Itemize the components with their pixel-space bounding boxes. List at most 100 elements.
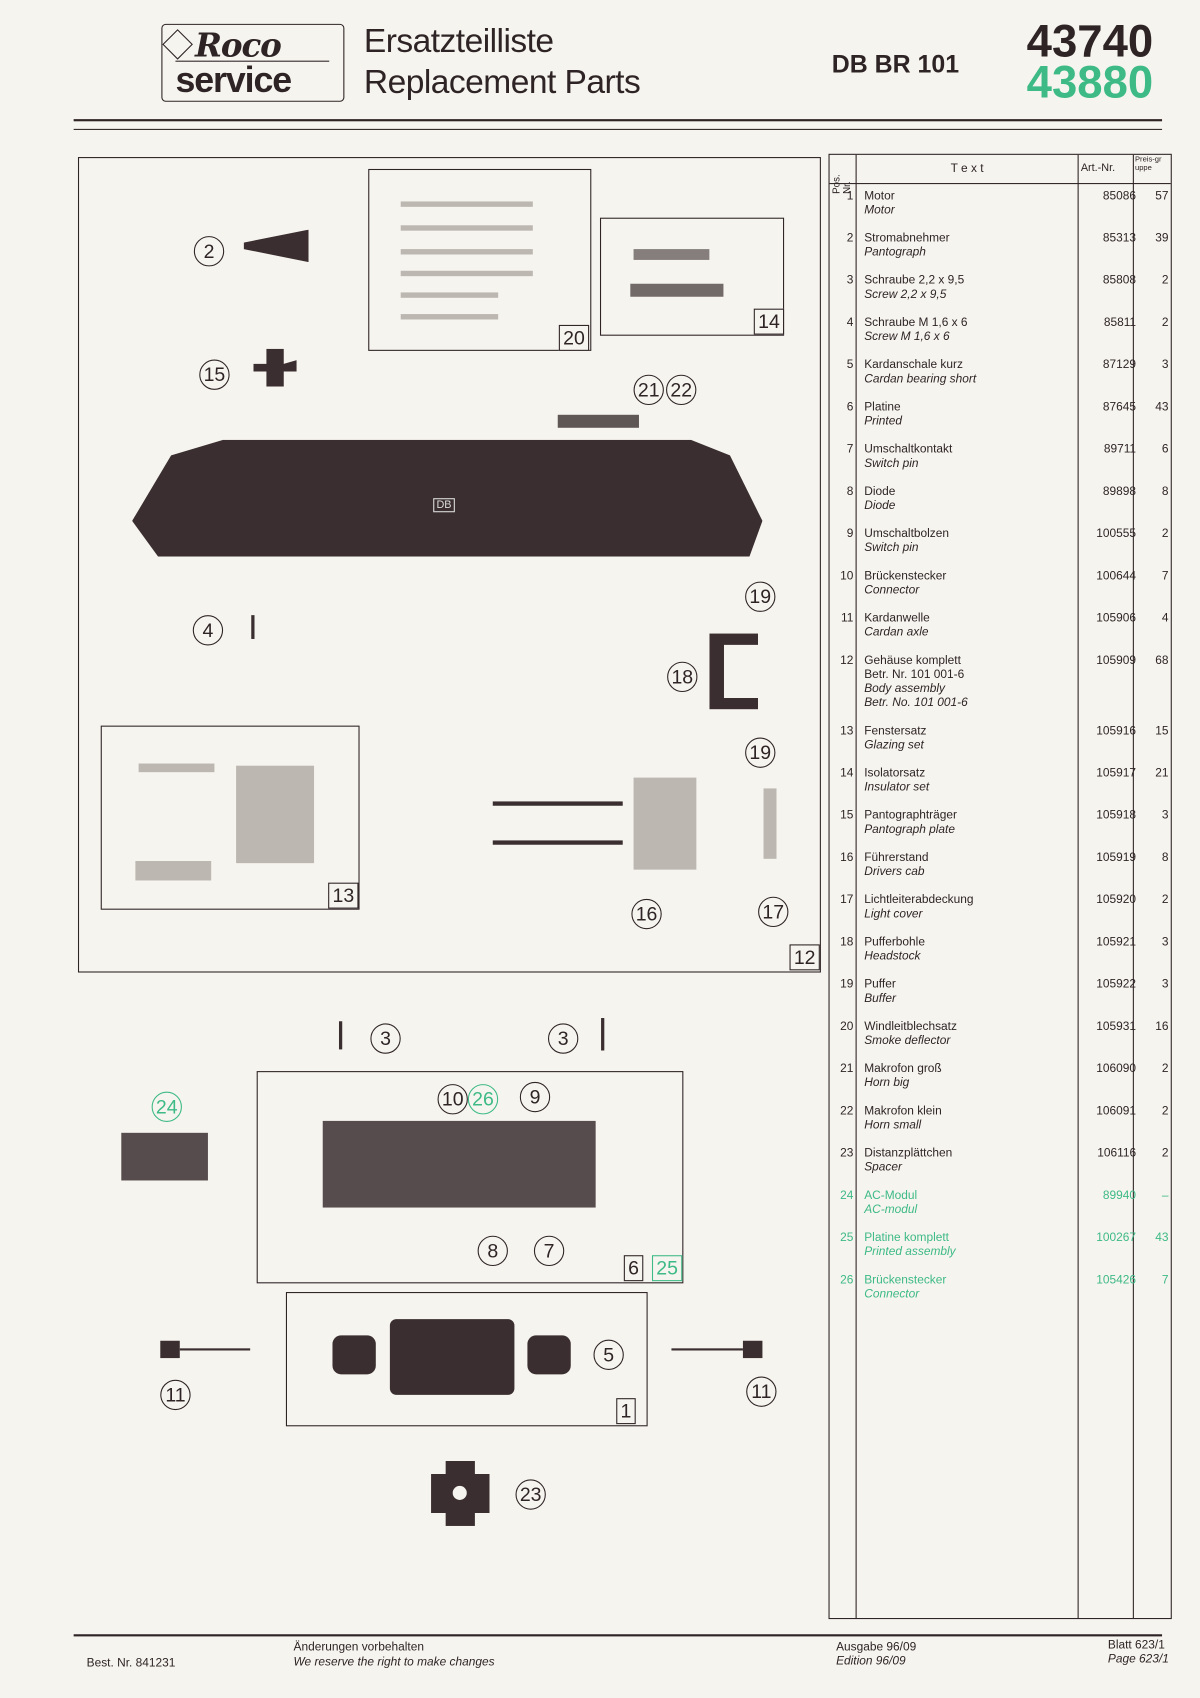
- screw-drawing: [601, 1018, 605, 1051]
- column-divider: [1077, 154, 1079, 1619]
- pos-number: 10: [840, 569, 854, 583]
- part-name-en: Screw 2,2 x 9,5: [864, 288, 947, 302]
- part-name-de: Windleitblechsatz: [864, 1020, 957, 1034]
- part-name-de: Gehäuse komplett: [864, 654, 961, 668]
- pos-number: 2: [846, 231, 854, 245]
- title-english: Replacement Parts: [363, 62, 641, 101]
- part-name-en: Switch pin: [864, 457, 919, 471]
- article-number-dc: 43740: [1026, 15, 1154, 67]
- article-number: 105909: [1096, 654, 1137, 668]
- part-name-de: Fenstersatz: [864, 724, 927, 738]
- part-name-en: Printed assembly: [864, 1245, 956, 1259]
- price-group: 8: [1161, 851, 1169, 865]
- part-name-de: Stromabnehmer: [864, 231, 950, 245]
- page-german: Blatt 623/1: [1107, 1638, 1165, 1652]
- part-name-en: Switch pin: [864, 541, 919, 555]
- part-name-en: Diode: [864, 499, 896, 513]
- box-label-1: 1: [616, 1398, 636, 1425]
- part-name-en: Smoke deflector: [864, 1034, 951, 1048]
- price-group: 3: [1161, 935, 1169, 949]
- article-number: 105426: [1096, 1273, 1137, 1287]
- pos-number: 15: [840, 809, 854, 822]
- insulator-parts: [630, 283, 724, 297]
- article-number: 89898: [1102, 485, 1137, 499]
- callout-3: 3: [370, 1023, 401, 1054]
- callout-21: 21: [633, 374, 664, 406]
- box-insulator-set: [599, 217, 785, 336]
- horn-drawing: [557, 414, 639, 428]
- article-number: 106091: [1096, 1104, 1137, 1118]
- light-cover-drawing: [763, 788, 777, 859]
- callout-15: 15: [199, 359, 230, 390]
- pos-number: 18: [840, 935, 854, 949]
- article-number: 89940: [1102, 1189, 1137, 1203]
- callout-9: 9: [519, 1081, 551, 1113]
- circuit-board-drawing: [322, 1120, 596, 1208]
- callout-17: 17: [758, 896, 789, 928]
- box-printed-assembly: [256, 1071, 684, 1284]
- box-motor: [285, 1292, 648, 1427]
- header-text: T e x t: [950, 162, 984, 176]
- pos-number: 21: [840, 1062, 854, 1076]
- header-rule-thin: [73, 128, 1163, 130]
- price-group: 2: [1161, 1104, 1169, 1118]
- callout-4: 4: [192, 615, 224, 646]
- locomotive-body-drawing: [132, 439, 763, 557]
- glazing-drawing: [138, 763, 215, 773]
- box-label-14: 14: [753, 308, 785, 335]
- article-number: 100267: [1096, 1231, 1137, 1245]
- callout-11: 11: [746, 1376, 777, 1407]
- part-name-en: Body assembly: [864, 682, 946, 696]
- box-label-13: 13: [328, 882, 359, 909]
- part-name-en: Screw M 1,6 x 6: [864, 330, 950, 344]
- article-number: 85313: [1102, 231, 1137, 245]
- pos-number: 9: [846, 527, 854, 541]
- deflector-part: [400, 270, 533, 277]
- article-number: 105931: [1096, 1020, 1137, 1034]
- price-group: 8: [1161, 485, 1169, 499]
- article-number: 85811: [1103, 316, 1137, 330]
- article-number: 106116: [1097, 1146, 1137, 1160]
- box-label-12: 12: [789, 944, 820, 971]
- deflector-part: [400, 225, 533, 231]
- cardan-axle-drawing: [742, 1340, 763, 1359]
- part-name-de: Brückenstecker: [864, 569, 947, 583]
- callout-18: 18: [667, 661, 698, 693]
- part-name-de: Distanzplättchen: [864, 1146, 953, 1160]
- part-name-de: Kardanschale kurz: [864, 358, 963, 372]
- roco-diamond-icon: [162, 29, 193, 60]
- part-name-de: Diode: [864, 485, 896, 499]
- insulator-parts: [633, 249, 710, 260]
- header-rule: [73, 119, 1163, 122]
- part-name-en: Connector: [864, 1287, 920, 1301]
- part-name-de: Schraube 2,2 x 9,5: [864, 273, 965, 287]
- article-number: 87129: [1102, 358, 1137, 372]
- logo-service-text: service: [175, 60, 330, 99]
- pos-number: 23: [840, 1146, 854, 1160]
- article-number: 105921: [1096, 935, 1137, 949]
- db-badge: DB: [433, 498, 455, 513]
- part-name-en: Spacer: [864, 1160, 902, 1174]
- deflector-part: [400, 201, 533, 207]
- glazing-drawing: [236, 765, 315, 864]
